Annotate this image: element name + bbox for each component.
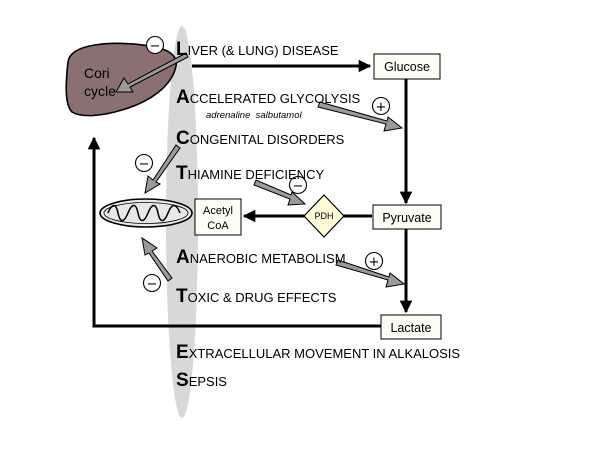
pyruvate-label: Pyruvate xyxy=(382,211,431,225)
acronym-line-liver: LIVER (& LUNG) DISEASE xyxy=(176,39,339,60)
drugs-note: adrenaline salbutamol xyxy=(206,110,302,121)
grey-arrows xyxy=(115,52,406,288)
pdh-diamond: PDH xyxy=(303,194,345,238)
grey-arrow-anaerobic xyxy=(335,259,406,288)
pyruvate-box: Pyruvate xyxy=(372,204,442,230)
grey-arrow-toxic-to-mito xyxy=(141,236,173,282)
svg-text:−: − xyxy=(293,179,304,194)
svg-text:+: + xyxy=(369,255,380,270)
acetyl-label-line2: CoA xyxy=(207,220,229,232)
sign-plus-glycolysis: + xyxy=(371,96,391,116)
liver-cori-cycle: Cori cycle xyxy=(65,42,177,117)
svg-text:−: − xyxy=(150,39,161,54)
sign-plus-anaerobic: + xyxy=(364,251,384,271)
lactate-box: Lactate xyxy=(380,314,442,340)
sign-minus-liver: − xyxy=(145,35,165,55)
svg-text:+: + xyxy=(376,100,387,115)
acronym-line-thiamine: THIAMINE DEFICIENCY xyxy=(176,163,324,184)
acetylcoa-box: Acetyl CoA xyxy=(194,198,242,236)
pdh-label: PDH xyxy=(314,211,333,221)
mitochondrion-icon xyxy=(99,198,193,228)
svg-text:−: − xyxy=(147,277,158,292)
cori-label-line1: Cori xyxy=(84,65,110,81)
grey-arrow-liver-to-cori xyxy=(115,52,189,93)
glucose-box: Glucose xyxy=(373,53,441,80)
sign-minus-toxic: − xyxy=(142,273,162,293)
arrow-lactate-to-cori xyxy=(87,136,384,328)
acronym-line-sepsis: SEPSIS xyxy=(176,370,227,391)
acronym-line-extracellular: EXTRACELLULAR MOVEMENT IN ALKALOSIS xyxy=(176,342,460,363)
cori-label-line2: cycle xyxy=(84,83,116,99)
sign-minus-thiamine: − xyxy=(288,175,308,195)
acronym-line-anaerobic: ANAEROBIC METABOLISM xyxy=(176,247,346,268)
sign-minus-congenital: − xyxy=(134,153,154,173)
acronym-line-accelerated: ACCELERATED GLYCOLYSIS xyxy=(176,87,361,108)
acronym-line-toxic: TOXIC & DRUG EFFECTS xyxy=(176,286,337,307)
acronym-list: LIVER (& LUNG) DISEASE ACCELERATED GLYCO… xyxy=(176,39,460,391)
grey-arrow-congenital-to-mito xyxy=(144,144,181,194)
lactate-label: Lactate xyxy=(390,321,431,335)
acetyl-label-line1: Acetyl xyxy=(203,205,233,217)
glucose-label: Glucose xyxy=(384,60,430,74)
grey-arrow-glycolysis xyxy=(317,101,404,132)
grey-arrow-thiamine-to-pdh xyxy=(253,179,307,206)
acronym-line-congenital: CONGENITAL DISORDERS xyxy=(176,128,345,149)
svg-text:−: − xyxy=(139,157,150,172)
